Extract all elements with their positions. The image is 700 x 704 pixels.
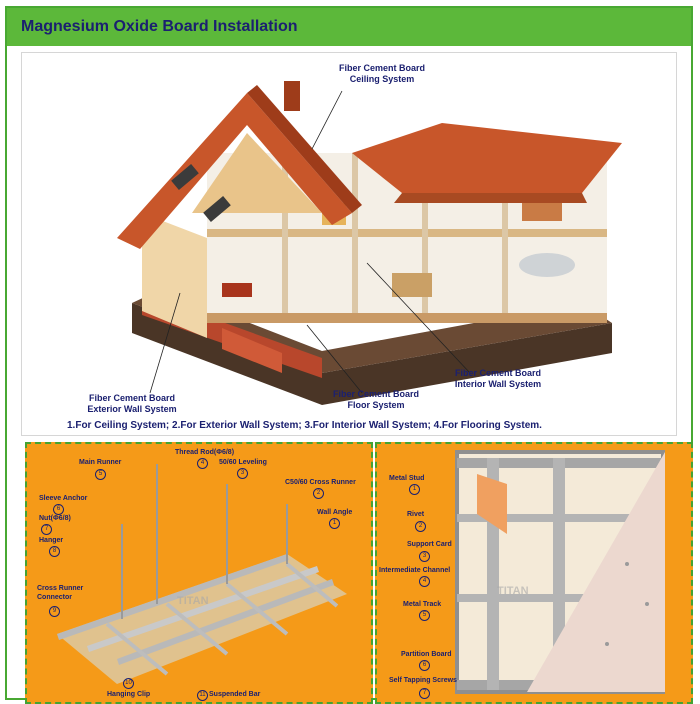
callout-exterior-wall-system: Fiber Cement Board Exterior Wall System	[87, 393, 177, 414]
watermark-text-wall: TITAN	[497, 585, 529, 597]
label-sleeve-anchor: Sleeve Anchor	[39, 495, 88, 502]
callout-interior-wall-system: Fiber Cement Board Interior Wall System	[454, 368, 542, 389]
attic-timber	[192, 133, 322, 213]
label-hanger: Hanger	[39, 537, 64, 544]
num-2: 2	[415, 521, 426, 532]
label-self-tapping-screws: Self Tapping Screws	[389, 677, 457, 684]
num-8: 8	[49, 546, 60, 557]
main-roof	[117, 93, 352, 249]
partition-board	[527, 452, 665, 692]
label-leveling: 50/60 Leveling	[219, 459, 267, 466]
label-wall-angle: Wall Angle	[317, 509, 353, 516]
exterior-wall	[142, 213, 207, 338]
leader-line-interior	[366, 262, 471, 374]
num-5: 5	[419, 610, 430, 621]
label-cross-runner-connector: Cross Runner Connector	[37, 585, 84, 601]
num-1: 1	[409, 484, 420, 495]
label-thread-rod: Thread Rod(Φ6/8)	[175, 449, 235, 456]
num-6: 6	[419, 660, 430, 671]
label-intermediate-channel: Intermediate Channel	[379, 567, 451, 574]
num-3: 3	[419, 551, 430, 562]
label-suspended-bar: Suspended Bar	[209, 691, 261, 698]
label-metal-track: Metal Track	[403, 601, 442, 608]
label-rivet: Rivet	[407, 511, 425, 518]
num-4: 4	[197, 458, 208, 469]
house-diagram-panel: Fiber Cement Board Ceiling System Fiber …	[21, 52, 677, 436]
num-7: 7	[419, 688, 430, 699]
label-nut: Nut(Φ6/8)	[39, 515, 71, 522]
callout-ceiling-system: Fiber Cement Board Ceiling System	[338, 63, 425, 84]
house-cutaway-illustration	[117, 81, 622, 405]
num-2: 2	[313, 488, 324, 499]
num-11: 11	[197, 690, 208, 701]
callout-floor-system: Fiber Cement Board Floor System	[332, 389, 419, 410]
ceiling-grid-illustration: TITAN	[57, 464, 347, 684]
soil-base	[132, 303, 612, 405]
infographic-frame: Magnesium Oxide Board Installation	[5, 6, 693, 704]
num-6: 6	[53, 504, 64, 515]
num-7: 7	[41, 524, 52, 535]
label-partition-board: Partition Board	[401, 651, 452, 658]
leader-line-ceiling	[311, 90, 343, 150]
chimney	[284, 81, 300, 111]
partition-wall-illustration: TITAN	[455, 450, 665, 694]
label-hanging-clip: Hanging Clip	[107, 691, 151, 698]
upper-floor-slab	[207, 229, 607, 237]
systems-caption: 1.For Ceiling System; 2.For Exterior Wal…	[67, 420, 542, 431]
num-5: 5	[95, 469, 106, 480]
garage-car	[519, 253, 575, 277]
num-9: 9	[49, 606, 60, 617]
label-metal-stud: Metal Stud	[389, 475, 425, 482]
sofa	[222, 283, 252, 297]
label-main-runner: Main Runner	[79, 459, 122, 466]
lower-floor-slab	[207, 313, 607, 323]
secondary-roof	[352, 123, 622, 193]
leader-line-floor	[306, 324, 363, 394]
watermark-text: TITAN	[177, 595, 209, 607]
num-10: 10	[123, 678, 134, 689]
num-3: 3	[237, 468, 248, 479]
ceiling-system-panel: TITAN Main Runner 5 Thread Rod(Φ6/8) 4 5…	[25, 442, 373, 704]
title-bar: Magnesium Oxide Board Installation	[7, 8, 691, 46]
label-support-card: Support Card	[407, 541, 452, 548]
skylight	[171, 164, 199, 190]
page-title: Magnesium Oxide Board Installation	[21, 18, 298, 35]
num-1: 1	[329, 518, 340, 529]
wall-system-panel: TITAN Metal Stud 1 Rivet 2 Support Card …	[375, 442, 693, 704]
interior-wall	[282, 153, 288, 313]
label-cross-runner: C50/60 Cross Runner	[285, 479, 356, 486]
leader-line-exterior	[149, 292, 181, 394]
entry-steps	[222, 328, 282, 373]
num-4: 4	[419, 576, 430, 587]
